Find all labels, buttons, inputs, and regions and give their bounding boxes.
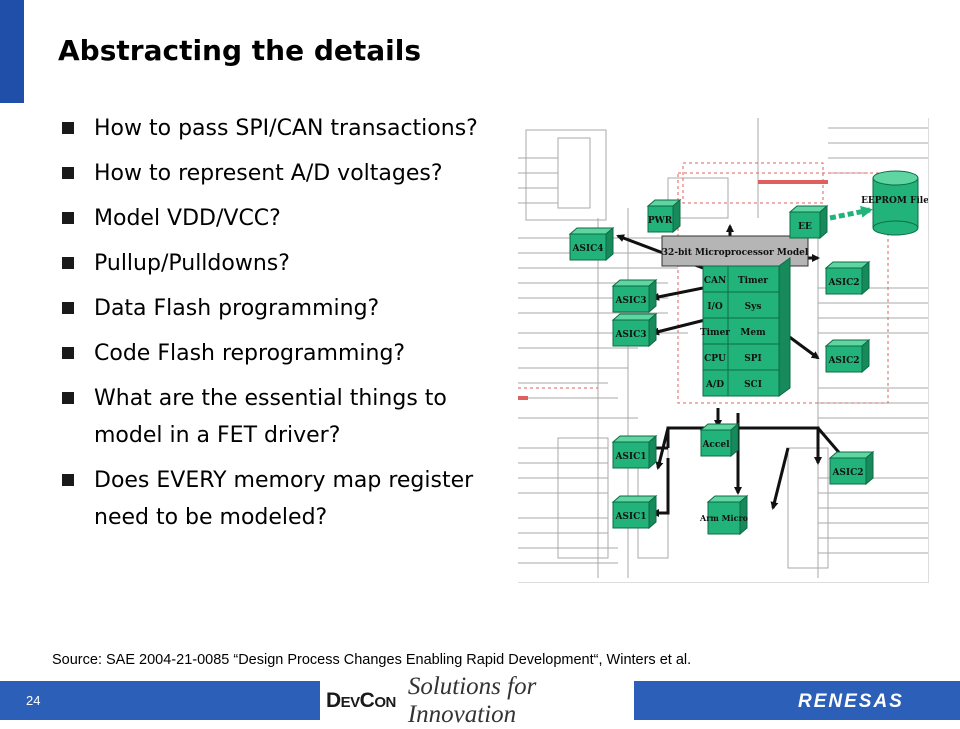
- processor-cell-label: SPI: [744, 354, 761, 364]
- square-bullet-icon: [62, 167, 74, 179]
- renesas-logo: RENESAS: [798, 691, 904, 712]
- asic3-label: ASIC3: [614, 330, 646, 340]
- square-bullet-icon: [62, 392, 74, 404]
- square-bullet-icon: [62, 302, 74, 314]
- processor-cell-label: Sys: [745, 302, 762, 312]
- bullet-text: Model VDD/VCC?: [94, 206, 281, 231]
- processor-title: 32-bit Microprocessor Model: [662, 248, 809, 258]
- asic1-label: ASIC1: [614, 452, 646, 462]
- asic2-block: ASIC2: [824, 338, 871, 374]
- bullet-item: Model VDD/VCC?: [62, 200, 502, 237]
- arm-micro-block: Arm Micro: [699, 494, 749, 536]
- asic1-block: ASIC1: [611, 494, 658, 530]
- bullet-list: How to pass SPI/CAN transactions? How to…: [62, 110, 502, 544]
- bullet-item: Code Flash reprogramming?: [62, 335, 502, 372]
- page-number: 24: [26, 693, 41, 708]
- bullet-item: Does EVERY memory map register need to b…: [62, 462, 502, 536]
- bullet-text: What are the essential things to model i…: [94, 386, 447, 448]
- asic2-label: ASIC2: [827, 278, 859, 288]
- bullet-text: How to pass SPI/CAN transactions?: [94, 116, 478, 141]
- square-bullet-icon: [62, 257, 74, 269]
- asic2-label: ASIC2: [831, 468, 863, 478]
- asic3-label: ASIC3: [614, 296, 646, 306]
- asic3-block: ASIC3: [611, 278, 658, 314]
- bullet-text: Pullup/Pulldowns?: [94, 251, 290, 276]
- bullet-item: How to pass SPI/CAN transactions?: [62, 110, 502, 147]
- square-bullet-icon: [62, 347, 74, 359]
- processor-core-grid: CAN Timer I/O Sys Timer Mem CPU SPI A/D …: [700, 257, 791, 397]
- system-block-diagram: EEPROM File 32-bit Microprocessor Model …: [518, 118, 929, 583]
- accel-block: Accel: [699, 422, 740, 458]
- tagline: Solutions for Innovation: [407, 672, 537, 728]
- bullet-text: Data Flash programming?: [94, 296, 380, 321]
- processor-cell-label: Mem: [740, 328, 766, 338]
- asic4-block: ASIC4: [568, 226, 615, 262]
- processor-cell-label: CAN: [704, 276, 726, 286]
- square-bullet-icon: [62, 122, 74, 134]
- eeprom-cylinder-icon: EEPROM File: [861, 170, 929, 236]
- bullet-item: Data Flash programming?: [62, 290, 502, 327]
- bullet-item: Pullup/Pulldowns?: [62, 245, 502, 282]
- square-bullet-icon: [62, 212, 74, 224]
- asic2-block: ASIC2: [824, 260, 871, 296]
- accel-label: Accel: [701, 440, 730, 450]
- asic1-block: ASIC1: [611, 434, 658, 470]
- pwr-block: PWR: [646, 198, 682, 234]
- devcon-banner: DevCon Solutions for Innovation: [320, 673, 634, 728]
- arm-micro-label: Arm Micro: [699, 513, 749, 523]
- bullet-item: How to represent A/D voltages?: [62, 155, 502, 192]
- slide-title: Abstracting the details: [58, 34, 422, 67]
- block-diagram-svg: EEPROM File 32-bit Microprocessor Model …: [518, 118, 929, 578]
- processor-cell-label: A/D: [705, 380, 724, 390]
- title-accent-bar: [0, 0, 24, 103]
- bullet-text: Code Flash reprogramming?: [94, 341, 406, 366]
- processor-cell-label: Timer: [700, 328, 730, 338]
- bullet-item: What are the essential things to model i…: [62, 380, 502, 454]
- dashed-region-outlines: [518, 162, 889, 404]
- red-annotation-marks: [518, 180, 828, 400]
- asic2-label: ASIC2: [827, 356, 859, 366]
- asic2-block: ASIC2: [828, 450, 875, 486]
- ee-block: EE: [788, 204, 829, 240]
- source-citation: Source: SAE 2004-21-0085 “Design Process…: [52, 652, 692, 668]
- ee-label: EE: [798, 222, 812, 232]
- pwr-label: PWR: [648, 216, 673, 226]
- eeprom-link-arrow: [829, 205, 873, 221]
- bullet-text: How to represent A/D voltages?: [94, 161, 443, 186]
- processor-cell-label: SCI: [744, 380, 762, 390]
- asic4-label: ASIC4: [571, 244, 603, 254]
- square-bullet-icon: [62, 474, 74, 486]
- processor-cell-label: Timer: [738, 276, 768, 286]
- processor-header: 32-bit Microprocessor Model: [661, 235, 809, 267]
- asic3-block: ASIC3: [611, 312, 658, 348]
- devcon-logo: DevCon: [326, 688, 396, 712]
- processor-cell-label: CPU: [704, 354, 726, 364]
- eeprom-label: EEPROM File: [861, 196, 928, 206]
- processor-cell-label: I/O: [707, 302, 722, 312]
- background-wiring: [518, 118, 928, 578]
- bullet-text: Does EVERY memory map register need to b…: [94, 468, 474, 530]
- asic1-label: ASIC1: [614, 512, 646, 522]
